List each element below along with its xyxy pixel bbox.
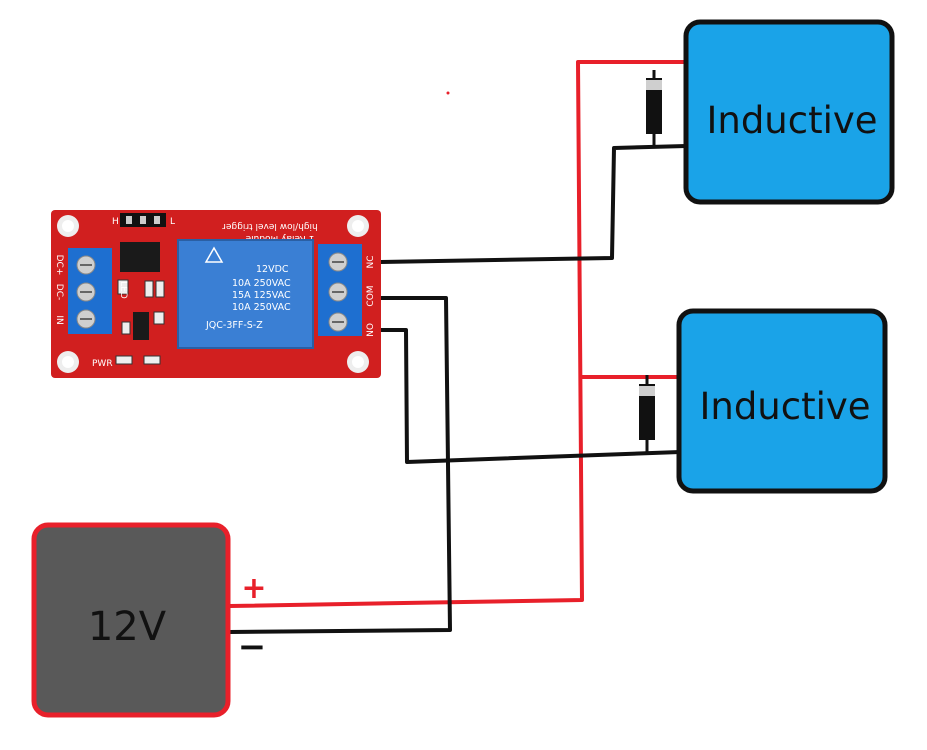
stray-dot — [446, 91, 450, 95]
smd-components — [115, 279, 165, 365]
relay-title-line1: high/low level trigger — [222, 221, 318, 231]
battery-12v: 12V + − — [31, 522, 267, 718]
relay-spec-2: 10A 250VAC — [232, 278, 291, 289]
pin-label-dc-plus: DC+ — [54, 255, 64, 276]
no-wire-to-load-2 — [380, 328, 681, 464]
diode-2 — [639, 384, 655, 440]
negative-wire-to-com — [229, 296, 452, 634]
wires — [229, 60, 687, 634]
jumper-label-l: L — [170, 217, 175, 227]
trigger-jumper: H L — [112, 213, 175, 227]
battery-minus-symbol: − — [238, 627, 267, 667]
inductive-load-1: Inductive — [683, 19, 895, 205]
jumper-label-h: H — [112, 217, 119, 227]
diode-1 — [646, 78, 662, 134]
led-label: LED — [118, 281, 128, 299]
battery-label: 12V — [88, 604, 167, 650]
relay-title-line2: 1 Relay Module — [245, 233, 314, 243]
relay-model: JQC-3FF-S-Z — [205, 320, 263, 331]
input-terminal-block — [68, 248, 112, 334]
nc-wire-to-load-1 — [379, 144, 687, 264]
relay-body: 12VDC 10A 250VAC 15A 125VAC 10A 250VAC J… — [177, 239, 314, 349]
pin-label-nc: NC — [366, 255, 376, 268]
pin-label-no: NO — [366, 323, 376, 337]
pin-label-com: COM — [366, 285, 376, 306]
pwr-label: PWR — [92, 359, 113, 369]
positive-wire-trunk — [229, 60, 650, 608]
inductive-load-2: Inductive — [676, 308, 888, 494]
relay-spec-4: 10A 250VAC — [232, 302, 291, 313]
output-terminal-block — [318, 244, 362, 336]
pin-label-in: IN — [54, 315, 64, 324]
pin-label-dc-minus: DC- — [54, 284, 64, 300]
relay-spec-3: 15A 125VAC — [232, 290, 291, 301]
optocoupler-chip — [120, 242, 160, 272]
battery-plus-symbol: + — [241, 571, 266, 606]
relay-module: high/low level trigger 1 Relay Module H … — [51, 210, 381, 378]
relay-spec-1: 12VDC — [256, 264, 289, 275]
mounting-holes — [57, 215, 369, 373]
load-2-label: Inductive — [699, 385, 870, 428]
load-1-label: Inductive — [706, 99, 877, 142]
